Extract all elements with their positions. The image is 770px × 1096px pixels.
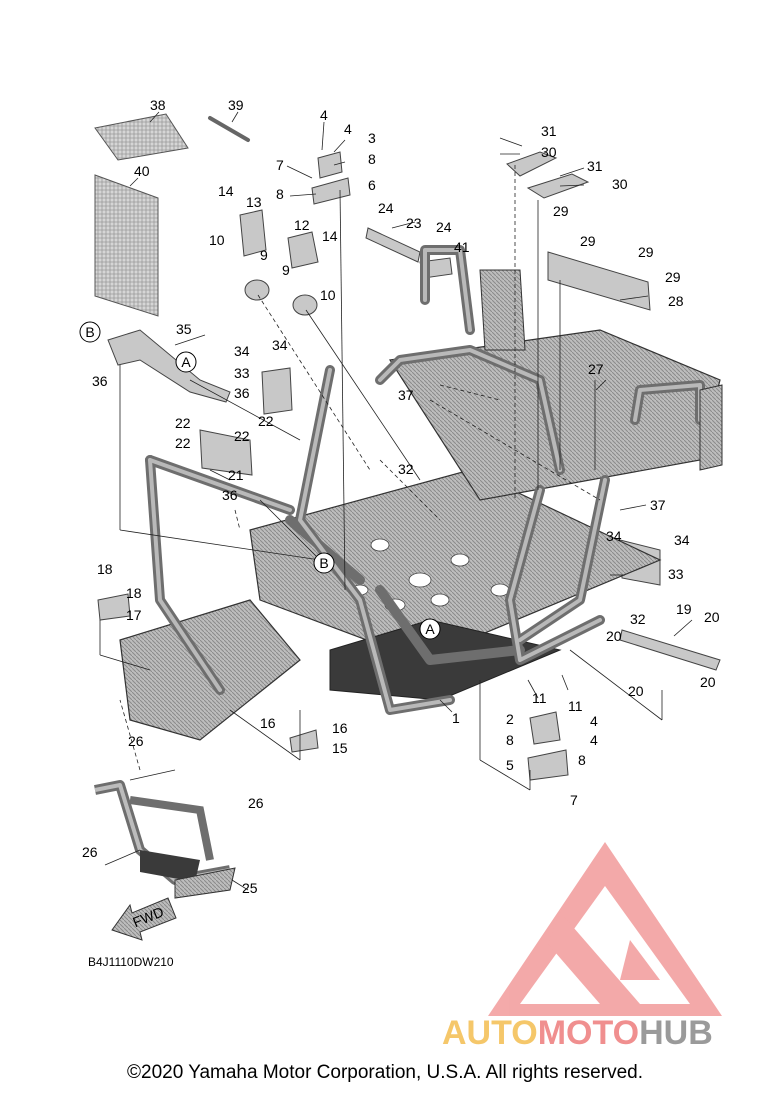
label-26b: 26 <box>248 795 264 811</box>
label-29d: 29 <box>665 269 681 285</box>
label-22c: 22 <box>175 435 191 451</box>
label-29b: 29 <box>580 233 596 249</box>
label-20c: 20 <box>628 683 644 699</box>
watermark-text: AUTOMOTOHUB <box>442 1014 713 1052</box>
panel-40 <box>94 174 159 317</box>
label-21: 21 <box>228 467 244 483</box>
label-2: 2 <box>506 711 514 727</box>
label-40: 40 <box>134 163 150 179</box>
label-36b: 36 <box>234 385 250 401</box>
watermark-logo <box>488 842 722 1016</box>
label-14a: 14 <box>218 183 234 199</box>
label-36c: 36 <box>222 487 238 503</box>
fwd-arrow: FWD <box>111 897 177 941</box>
label-31b: 31 <box>587 158 603 174</box>
label-37a: 37 <box>398 387 414 403</box>
label-25: 25 <box>242 880 258 896</box>
label-34b: 34 <box>272 337 288 353</box>
label-16a: 16 <box>260 715 276 731</box>
label-38: 38 <box>150 97 166 113</box>
label-20d: 20 <box>700 674 716 690</box>
label-29a: 29 <box>553 203 569 219</box>
reference-callouts: B A B A <box>79 321 441 640</box>
label-28: 28 <box>668 293 684 309</box>
label-22b: 22 <box>258 413 274 429</box>
label-11a: 11 <box>532 690 547 706</box>
label-9b: 9 <box>282 262 290 278</box>
label-1: 1 <box>452 710 460 726</box>
label-22d: 22 <box>234 428 250 444</box>
label-14b: 14 <box>322 228 338 244</box>
front-bumper-assembly <box>94 780 236 899</box>
label-6: 6 <box>368 177 376 193</box>
label-4a: 4 <box>320 107 328 123</box>
leader-lines <box>99 165 663 866</box>
label-7b: 7 <box>570 792 578 808</box>
label-16b: 16 <box>332 720 348 736</box>
label-20b: 20 <box>606 628 622 644</box>
label-22a: 22 <box>175 415 191 431</box>
label-8c: 8 <box>506 732 514 748</box>
label-35: 35 <box>176 321 192 337</box>
label-18a: 18 <box>97 561 113 577</box>
watermark-auto: AUTO <box>442 1014 538 1052</box>
label-10a: 10 <box>209 232 225 248</box>
label-11b: 11 <box>568 698 583 714</box>
label-32b: 32 <box>630 611 646 627</box>
label-7a: 7 <box>276 157 284 173</box>
label-23: 23 <box>406 215 422 231</box>
label-36a: 36 <box>92 373 108 389</box>
label-5: 5 <box>506 757 514 773</box>
bracket-assembly-top <box>97 151 721 781</box>
watermark-moto: MOTO <box>538 1014 639 1052</box>
watermark-hub: HUB <box>639 1014 713 1052</box>
rod-39 <box>208 116 250 142</box>
label-30a: 30 <box>541 144 557 160</box>
label-32a: 32 <box>398 461 414 477</box>
label-41: 41 <box>454 239 470 255</box>
callout-a-1: A <box>181 354 191 370</box>
label-15: 15 <box>332 740 348 756</box>
label-24b: 24 <box>436 219 452 235</box>
label-34d: 34 <box>674 532 690 548</box>
label-31a: 31 <box>541 123 557 139</box>
label-4c: 4 <box>590 713 598 729</box>
callout-a-2: A <box>425 621 435 637</box>
label-19: 19 <box>676 601 692 617</box>
label-13: 13 <box>246 194 262 210</box>
part-number-labels: 38 39 40 4 4 3 8 7 8 6 14 13 24 23 24 12… <box>82 97 720 896</box>
label-leaders <box>129 111 693 891</box>
label-8b: 8 <box>276 186 284 202</box>
label-29c: 29 <box>638 244 654 260</box>
label-33a: 33 <box>234 365 250 381</box>
label-30b: 30 <box>612 176 628 192</box>
label-3: 3 <box>368 130 376 146</box>
label-8a: 8 <box>368 151 376 167</box>
label-26a: 26 <box>128 733 144 749</box>
label-4b: 4 <box>344 121 352 137</box>
panel-38 <box>94 113 189 161</box>
main-frame <box>119 245 723 741</box>
label-34c: 34 <box>606 528 622 544</box>
label-17: 17 <box>126 607 142 623</box>
diagram-code: B4J1110DW210 <box>88 955 174 969</box>
label-26c: 26 <box>82 844 98 860</box>
label-4d: 4 <box>590 732 598 748</box>
label-39: 39 <box>228 97 244 113</box>
callout-b-1: B <box>85 324 94 340</box>
label-18b: 18 <box>126 585 142 601</box>
label-12: 12 <box>294 217 310 233</box>
label-24a: 24 <box>378 200 394 216</box>
label-8d: 8 <box>578 752 586 768</box>
label-27: 27 <box>588 361 604 377</box>
callout-b-2: B <box>319 555 328 571</box>
label-34a: 34 <box>234 343 250 359</box>
label-9a: 9 <box>260 247 268 263</box>
label-33b: 33 <box>668 566 684 582</box>
label-10b: 10 <box>320 287 336 303</box>
label-20a: 20 <box>704 609 720 625</box>
copyright-notice: ©2020 Yamaha Motor Corporation, U.S.A. A… <box>127 1062 643 1083</box>
label-37b: 37 <box>650 497 666 513</box>
